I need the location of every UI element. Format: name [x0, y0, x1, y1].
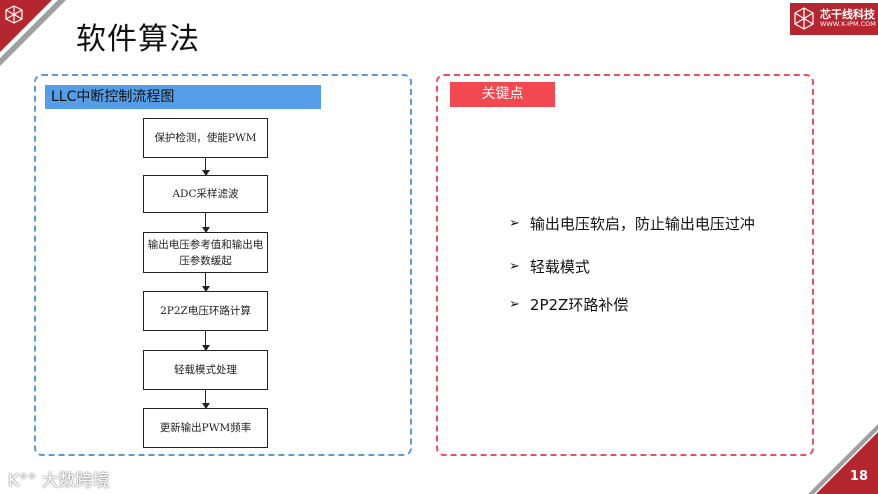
flow-step: ADC采样滤波 — [143, 175, 268, 213]
key-points-header: 关键点 — [450, 82, 555, 107]
logo-url: WWW.X-IPM.COM — [820, 20, 876, 28]
flow-step: 保护检测，使能PWM — [143, 118, 268, 158]
key-point-item: ➢ 2P2Z环路补偿 — [509, 294, 628, 315]
key-point-item: ➢ 输出电压软启，防止输出电压过冲 — [509, 213, 755, 234]
key-point-text: 2P2Z环路补偿 — [529, 296, 629, 314]
watermark-logo-icon: K°° — [8, 471, 42, 491]
logo-name: 芯干线科技 — [820, 8, 875, 21]
flow-step: 输出电压参考值和输出电压参数缓起 — [143, 232, 268, 273]
logo-cube-icon — [794, 7, 814, 30]
key-point-text: 轻载模式 — [529, 258, 590, 276]
arrowhead-bullet-icon: ➢ — [509, 297, 520, 312]
watermark-text: 大数跨境 — [41, 471, 110, 491]
watermark: K°° 大数跨境 — [8, 466, 110, 491]
flow-step: 更新输出PWM频率 — [143, 408, 268, 448]
page-title: 软件算法 — [76, 22, 200, 57]
flow-arrow — [201, 158, 210, 176]
flowchart-panel — [34, 74, 412, 456]
corner-decoration-bottom-right — [808, 424, 878, 494]
key-point-text: 输出电压软启，防止输出电压过冲 — [529, 215, 755, 233]
logo-cube-icon — [5, 5, 23, 24]
flow-step: 2P2Z电压环路计算 — [143, 291, 268, 331]
flow-arrow — [201, 331, 210, 351]
key-points-panel — [436, 74, 814, 456]
arrowhead-bullet-icon: ➢ — [509, 216, 520, 231]
page-number: 18 — [849, 469, 868, 484]
flow-arrow — [201, 273, 210, 292]
key-point-item: ➢ 轻载模式 — [509, 256, 590, 277]
arrowhead-bullet-icon: ➢ — [509, 259, 520, 274]
flow-arrow — [201, 390, 210, 409]
flow-arrow — [201, 213, 210, 233]
corner-decoration-top-left — [0, 0, 66, 66]
flowchart-header: LLC中断控制流程图 — [45, 85, 321, 109]
brand-logo: 芯干线科技 WWW.X-IPM.COM — [790, 3, 878, 35]
flow-step: 轻载模式处理 — [143, 350, 268, 390]
